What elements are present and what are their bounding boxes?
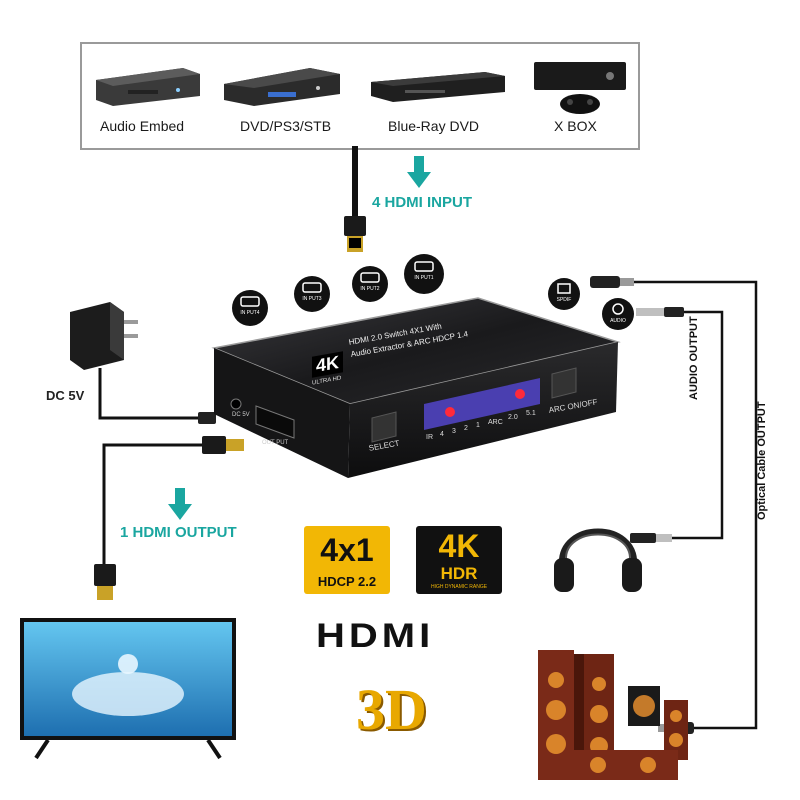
dvd-player-icon [224, 68, 340, 106]
badge-4x1: 4x1 HDCP 2.2 [304, 526, 390, 594]
input-arrow-icon [407, 156, 431, 188]
source-label-dvd: DVD/PS3/STB [240, 118, 332, 134]
power-adapter-icon [70, 302, 216, 424]
indicator-ir: IR [426, 434, 433, 441]
audio-callout: AUDIO [602, 298, 634, 330]
indicator-2: 2 [464, 425, 468, 432]
badge-4k-main: 4K [438, 528, 480, 564]
dc-label: DC 5V [46, 388, 85, 403]
hdmi-input-cable-icon [344, 146, 366, 252]
badge-4k-tiny: HIGH DYNAMIC RANGE [430, 584, 488, 590]
audio-embed-device-icon [96, 68, 200, 106]
audio-output-label: AUDIO OUTPUT [688, 316, 700, 400]
badge-4k-hdr: 4K HDR HIGH DYNAMIC RANGE [416, 526, 502, 594]
xbox-console-icon [534, 62, 626, 114]
input2-callout: IN PUT2 [352, 266, 388, 302]
badge-4x1-sub: HDCP 2.2 [317, 574, 377, 589]
indicator-arc: ARC [488, 419, 503, 426]
spdif-callout: SPDIF [548, 278, 580, 310]
hdmi-output-cable-icon [94, 436, 244, 600]
output-arrow-icon [168, 488, 192, 520]
optical-output-label: Optical Cable OUTPUT [756, 401, 768, 520]
hdmi-input-label: 4 HDMI INPUT [372, 194, 473, 211]
indicator-1: 1 [476, 422, 480, 429]
source-label-bluray: Blue-Ray DVD [388, 118, 480, 134]
device-dc-port-label: DC 5V [232, 412, 250, 418]
tv-icon [20, 618, 236, 760]
device-output-port-label: OUT PUT [262, 440, 289, 446]
indicator-3: 3 [452, 428, 456, 435]
hdmi-switch-device [211, 297, 621, 478]
input1-callout: IN PUT1 [404, 254, 444, 294]
bluray-player-icon [371, 72, 505, 102]
source-label-audio-embed: Audio Embed [100, 118, 185, 134]
indicator-4: 4 [440, 431, 444, 438]
badge-4x1-main: 4x1 [320, 532, 374, 568]
input4-callout: IN PUT4 [232, 290, 268, 326]
headphones-icon [554, 528, 642, 592]
badge-4k-sub: HDR [440, 564, 478, 583]
hdmi-output-label: 1 HDMI OUTPUT [120, 524, 237, 541]
indicator-5-1: 5.1 [526, 410, 536, 417]
speaker-system-icon [538, 650, 688, 780]
threed-logo: 3D [356, 677, 427, 742]
source-label-xbox: X BOX [554, 118, 597, 134]
input3-callout: IN PUT3 [294, 276, 330, 312]
indicator-2-0: 2.0 [508, 414, 518, 421]
hdmi-logo: HDMI [316, 617, 435, 655]
